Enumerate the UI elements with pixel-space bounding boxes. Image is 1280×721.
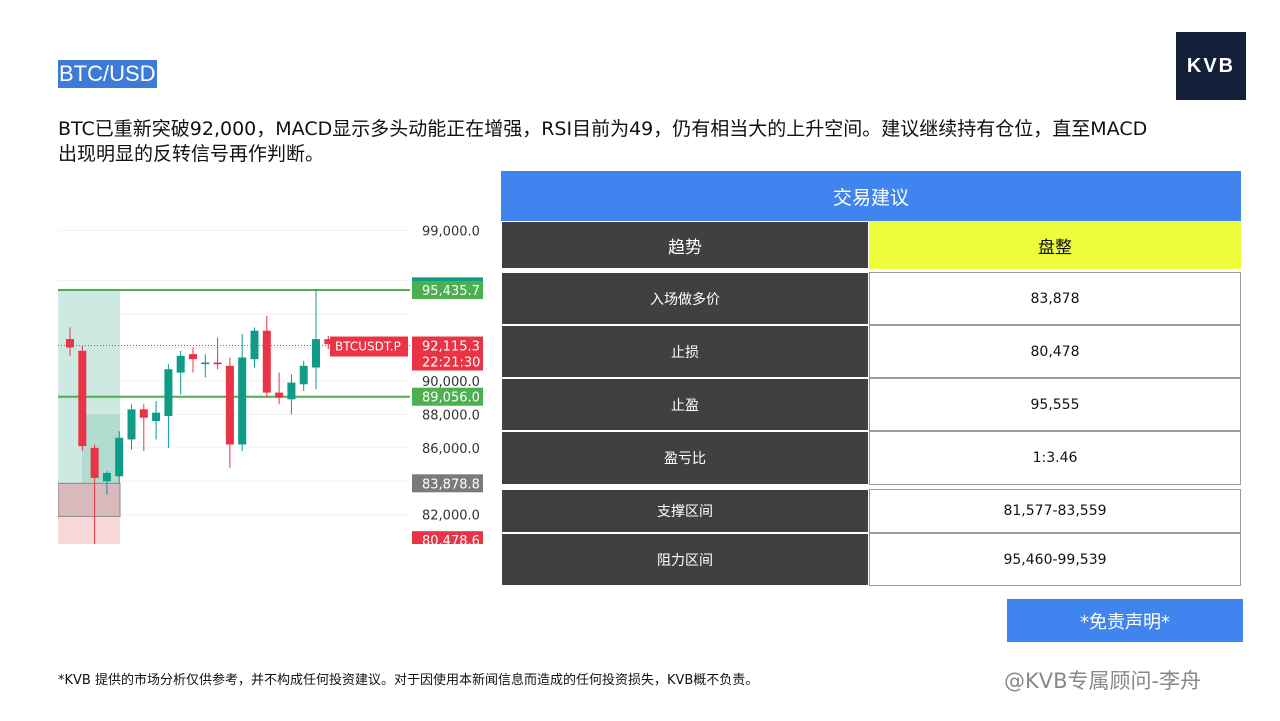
- candle-body: [250, 330, 259, 360]
- trend-value: 盘整: [869, 221, 1241, 269]
- table-row: 盈亏比 1:3.46: [501, 431, 1241, 485]
- pair-title: BTC/USD: [58, 60, 157, 88]
- price-tag: [412, 387, 483, 406]
- price-tag: [412, 531, 483, 544]
- price-axis-label: 90,000.0: [422, 375, 480, 390]
- candle-body: [189, 354, 197, 360]
- stop-loss-value: 80,478: [869, 325, 1241, 378]
- trade-recommendation-table: 交易建议 趋势 盘整 入场做多价 83,878 止损 80,478 止盈 95,…: [501, 171, 1241, 586]
- candle-body: [90, 447, 99, 478]
- disclaimer-button[interactable]: *免责声明*: [1007, 599, 1243, 642]
- last-price-time: 22:21:30: [422, 356, 480, 371]
- table-row: 止盈 95,555: [501, 378, 1241, 431]
- candle-body: [115, 437, 124, 477]
- price-axis-label: 88,000.0: [422, 408, 480, 423]
- table-row: 支撑区间 81,577-83,559: [501, 489, 1241, 533]
- support-zone-label: 支撑区间: [501, 489, 869, 533]
- table-row: 阻力区间 95,460-99,539: [501, 533, 1241, 586]
- entry-box: [82, 414, 120, 484]
- candle-body: [213, 362, 222, 365]
- symbol-tag-label: BTCUSDT.P: [335, 340, 401, 354]
- last-price-label: 92,115.3: [422, 340, 480, 355]
- stop-box: [58, 482, 121, 517]
- candle-body: [275, 392, 284, 398]
- price-tag: [412, 474, 483, 493]
- table-row: 止损 80,478: [501, 325, 1241, 378]
- support-zone-value: 81,577-83,559: [869, 489, 1241, 533]
- price-tag-label: 80,478.6: [422, 534, 480, 544]
- candle-body: [225, 365, 234, 445]
- price-tag: [412, 280, 483, 299]
- kvb-logo: KVB: [1176, 32, 1246, 100]
- price-chart: 99,000.0 90,000.0 88,000.0 86,000.0 82,000.0…: [58, 222, 486, 544]
- price-axis-label: 86,000.0: [422, 442, 480, 457]
- trend-row: 趋势 盘整: [501, 221, 1241, 269]
- resistance-zone-value: 95,460-99,539: [869, 533, 1241, 586]
- candle-body: [324, 339, 333, 345]
- price-axis-label: 99,000.0: [422, 224, 480, 239]
- candlestick-chart-svg: 99,000.0 90,000.0 88,000.0 86,000.0 82,000.0…: [58, 224, 483, 544]
- candle-body: [139, 409, 148, 418]
- table-title: 交易建议: [501, 171, 1241, 221]
- price-axis-label: 82,000.0: [422, 509, 480, 524]
- candle-body: [152, 412, 161, 422]
- candle-body: [262, 330, 271, 393]
- author-watermark: @KVB专属顾问-李舟: [1004, 669, 1202, 693]
- candle-body: [201, 362, 210, 365]
- price-tag-label: 89,056.0: [422, 391, 480, 406]
- candle-body: [299, 365, 308, 385]
- analysis-summary: BTC已重新突破92,000，MACD显示多头动能正在增强，RSI目前为49，仍…: [58, 118, 1148, 165]
- symbol-tag: [330, 336, 408, 357]
- resistance-zone-label: 阻力区间: [501, 533, 869, 586]
- footnote-disclaimer: *KVB 提供的市场分析仅供参考，并不构成任何投资建议。对于因使用本新闻信息而造…: [58, 673, 759, 688]
- last-price-tag: [412, 336, 483, 371]
- candle-body: [78, 350, 87, 447]
- table-row: 入场做多价 83,878: [501, 272, 1241, 325]
- candle-body: [176, 355, 185, 373]
- risk-reward-value: 1:3.46: [869, 431, 1241, 485]
- trend-label: 趋势: [501, 221, 869, 269]
- entry-price-label: 入场做多价: [501, 272, 869, 325]
- entry-price-value: 83,878: [869, 272, 1241, 325]
- take-profit-value: 95,555: [869, 378, 1241, 431]
- candle-body: [287, 382, 296, 400]
- candle-body: [238, 357, 247, 445]
- price-tag-label: 95,435.7: [422, 284, 480, 299]
- price-tag-label: 83,878.8: [422, 477, 480, 492]
- candle-body: [66, 339, 74, 348]
- risk-reward-label: 盈亏比: [501, 431, 869, 485]
- candle-body: [127, 409, 136, 440]
- take-profit-label: 止盈: [501, 378, 869, 431]
- candle-body: [312, 339, 320, 368]
- candle-body: [102, 472, 111, 482]
- stop-loss-label: 止损: [501, 325, 869, 378]
- candle-body: [164, 369, 173, 417]
